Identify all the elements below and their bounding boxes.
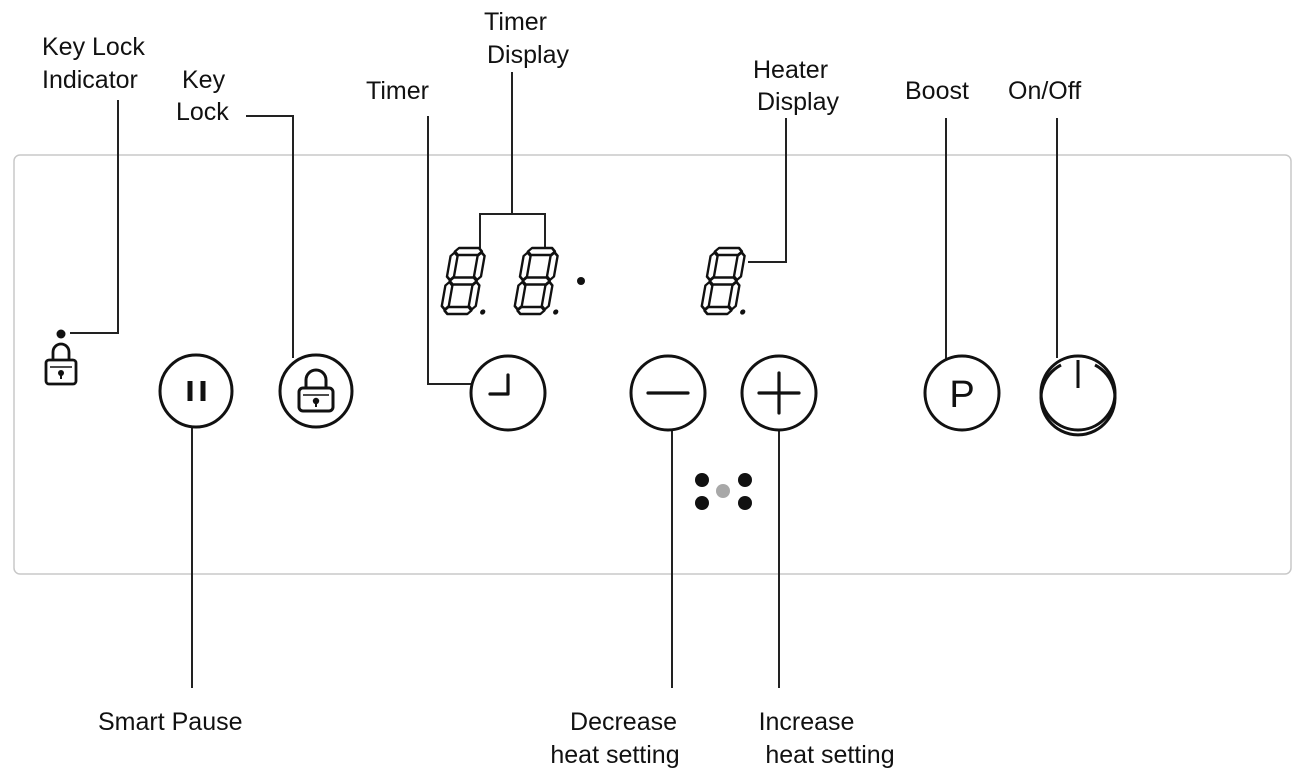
key-lock-button[interactable] xyxy=(278,353,354,429)
label-timer-display: Timer Display xyxy=(484,8,569,69)
label-heater-display: Heater Display xyxy=(753,56,839,116)
dots-icon xyxy=(695,473,752,510)
label-smart-pause: Smart Pause xyxy=(98,708,243,736)
label-boost: Boost xyxy=(905,77,969,105)
decimal-point xyxy=(740,309,746,315)
label-decrease-heat: Decrease heat setting xyxy=(550,708,684,769)
on-off-button[interactable] xyxy=(1039,354,1117,437)
timer-digit-tens xyxy=(440,246,486,316)
leader-heater-display xyxy=(748,118,787,263)
clock-icon xyxy=(488,373,510,396)
pause-icon xyxy=(187,381,206,401)
padlock-icon xyxy=(297,368,335,413)
segment xyxy=(516,305,546,316)
label-increase-heat: Increase heat setting xyxy=(759,708,895,769)
power-icon xyxy=(1039,360,1117,437)
label-key-lock-indicator: Key Lock Indicator xyxy=(42,33,152,94)
increase-heat-button[interactable] xyxy=(740,354,818,432)
segment xyxy=(703,305,733,316)
letter-p-icon: P xyxy=(949,374,974,416)
key-lock-indicator-led xyxy=(56,329,66,339)
label-key-lock: Key Lock xyxy=(176,66,232,126)
decrease-heat-button[interactable] xyxy=(629,354,707,432)
label-timer: Timer xyxy=(366,77,429,105)
label-on-off: On/Off xyxy=(1008,77,1081,105)
decimal-point xyxy=(480,309,486,315)
leader-key-lock xyxy=(246,115,294,358)
leader-key-lock-indicator xyxy=(70,100,119,334)
leader-timer xyxy=(427,116,472,385)
padlock-icon xyxy=(44,342,78,386)
smart-pause-button[interactable] xyxy=(158,353,234,429)
timer-button[interactable] xyxy=(469,354,547,432)
timer-display xyxy=(440,246,585,316)
boost-button[interactable]: P xyxy=(923,354,1001,432)
segment xyxy=(443,305,473,316)
timer-digit-units xyxy=(513,246,559,316)
leader-timer-display-bracket xyxy=(479,213,546,248)
timer-colon-dot xyxy=(577,277,585,285)
decimal-point xyxy=(553,309,559,315)
heater-digit xyxy=(700,246,746,316)
plus-icon xyxy=(757,371,801,415)
heater-display xyxy=(700,246,746,316)
